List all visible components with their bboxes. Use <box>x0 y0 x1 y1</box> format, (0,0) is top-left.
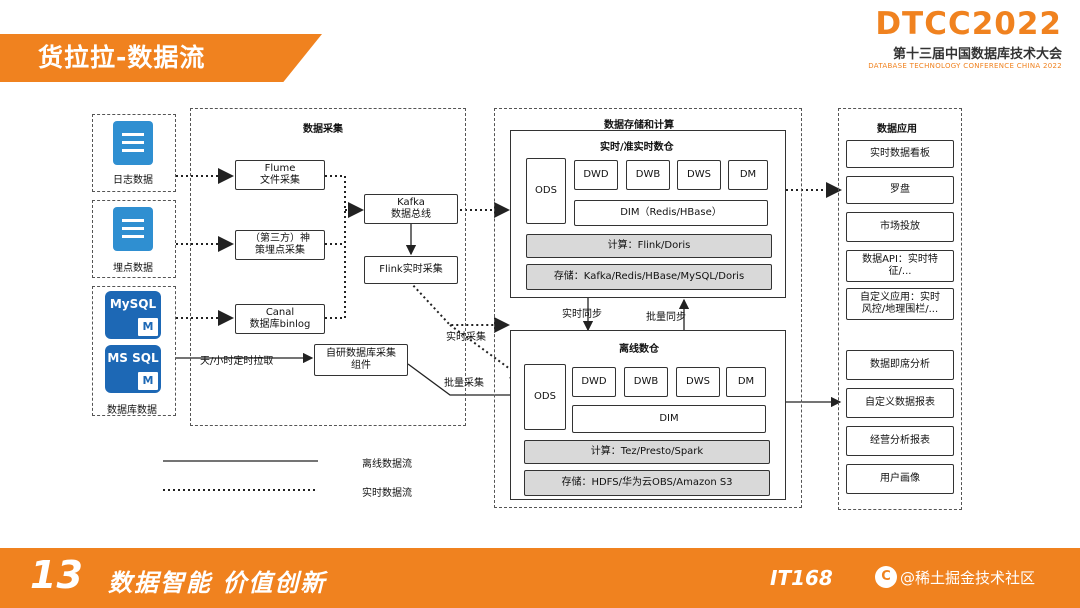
realtime-sync-label: 实时同步 <box>562 309 602 320</box>
off-dim-node: DIM <box>572 405 766 433</box>
database-source-label: 数据库数据 <box>107 405 157 416</box>
rt-store-node: 存储：Kafka/Redis/HBase/MySQL/Doris <box>526 264 772 290</box>
tracking-source-box: 埋点数据 <box>92 200 176 278</box>
database-source-box: MySQL M MS SQL M 数据库数据 <box>92 286 176 416</box>
off-store-node: 存储：HDFS/华为云OBS/Amazon S3 <box>524 470 770 496</box>
app-adhoc-analysis: 数据即席分析 <box>846 350 954 380</box>
sponsor-logo-icon: C <box>875 566 897 588</box>
off-dwb-node: DWB <box>624 367 668 397</box>
page-title: 货拉拉-数据流 <box>38 43 206 72</box>
apps-group <box>838 108 962 510</box>
rt-dwd-node: DWD <box>574 160 618 190</box>
app-marketing: 市场投放 <box>846 212 954 242</box>
off-compute-node: 计算：Tez/Presto/Spark <box>524 440 770 464</box>
flume-node: Flume 文件采集 <box>235 160 325 190</box>
tracking-collect-node: （第三方）神 策埋点采集 <box>235 230 325 260</box>
app-data-api: 数据API：实时特 征/... <box>846 250 954 282</box>
off-dws-node: DWS <box>676 367 720 397</box>
app-user-profile: 用户画像 <box>846 464 954 494</box>
canal-node: Canal 数据库binlog <box>235 304 325 334</box>
rt-dim-node: DIM（Redis/HBase） <box>574 200 768 226</box>
realtime-collect-label: 实时采集 <box>446 332 486 343</box>
collection-group <box>190 108 466 426</box>
legend-realtime-label: 实时数据流 <box>362 488 412 499</box>
title-banner <box>0 34 322 82</box>
kafka-node: Kafka 数据总线 <box>364 194 458 224</box>
off-dm-node: DM <box>726 367 766 397</box>
conference-name: 第十三届中国数据库技术大会 <box>892 47 1062 62</box>
off-dwd-node: DWD <box>572 367 616 397</box>
custom-collect-node: 自研数据库采集 组件 <box>314 344 408 376</box>
realtime-warehouse-title: 实时/准实时数仓 <box>600 142 674 153</box>
batch-sync-label: 批量同步 <box>646 312 686 323</box>
storage-group <box>494 108 802 508</box>
offline-warehouse-title: 离线数仓 <box>619 344 659 355</box>
app-custom: 自定义应用：实时 风控/地理围栏/... <box>846 288 954 320</box>
apps-title: 数据应用 <box>877 124 917 135</box>
it168-logo: IT168 <box>770 566 833 590</box>
rt-ods-node: ODS <box>526 158 566 224</box>
conference-name-en: DATABASE TECHNOLOGY CONFERENCE CHINA 202… <box>868 62 1062 70</box>
app-business-report: 经营分析报表 <box>846 426 954 456</box>
off-ods-node: ODS <box>524 364 566 430</box>
app-realtime-dashboard: 实时数据看板 <box>846 140 954 168</box>
flink-collect-node: Flink实时采集 <box>364 256 458 284</box>
rt-dm-node: DM <box>728 160 768 190</box>
document-icon <box>113 121 153 165</box>
schedule-label: 天/小时定时拉取 <box>200 356 274 367</box>
mssql-icon: MS SQL M <box>105 345 161 393</box>
tracking-source-label: 埋点数据 <box>113 263 153 274</box>
batch-collect-label: 批量采集 <box>444 378 484 389</box>
footer-slogan: 数据智能 价值创新 <box>108 569 327 597</box>
collection-title: 数据采集 <box>303 124 343 135</box>
log-source-box: 日志数据 <box>92 114 176 192</box>
mysql-icon: MySQL M <box>105 291 161 339</box>
rt-dwb-node: DWB <box>626 160 670 190</box>
rt-dws-node: DWS <box>677 160 721 190</box>
rt-compute-node: 计算：Flink/Doris <box>526 234 772 258</box>
conference-logo: DTCC2022 <box>875 6 1062 42</box>
legend-offline-label: 离线数据流 <box>362 459 412 470</box>
app-custom-report: 自定义数据报表 <box>846 388 954 418</box>
log-source-label: 日志数据 <box>113 175 153 186</box>
app-compass: 罗盘 <box>846 176 954 204</box>
watermark: @稀土掘金技术社区 <box>900 569 1036 587</box>
edition-number: 13 <box>30 553 83 597</box>
footer-bar <box>0 548 1080 608</box>
connector-lines <box>163 168 842 491</box>
storage-title: 数据存储和计算 <box>604 120 674 131</box>
document-icon <box>113 207 153 251</box>
